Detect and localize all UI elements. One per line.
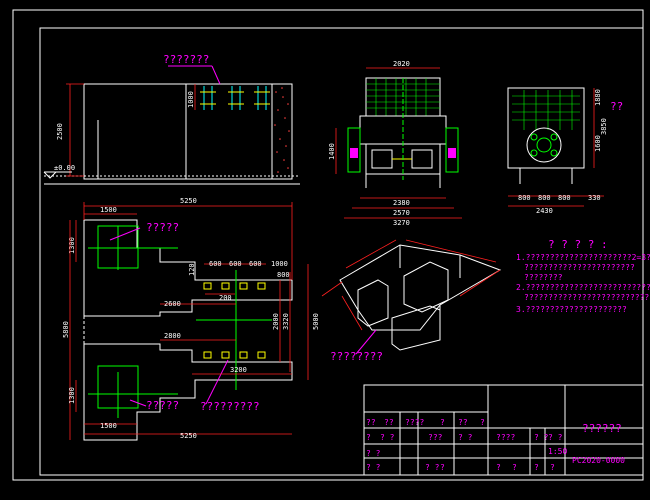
elev-mark: ±0.00 bbox=[54, 164, 75, 172]
tb-c2: ?? bbox=[384, 418, 394, 427]
dim-120: 120 bbox=[188, 263, 196, 276]
dim-3320: 3320 bbox=[282, 313, 290, 330]
dim-600b: 600 bbox=[229, 260, 242, 268]
dim-1300-bottom: 1300 bbox=[68, 387, 76, 404]
dim-1300-top: 1300 bbox=[68, 237, 76, 254]
dim-600a: 600 bbox=[209, 260, 222, 268]
tb-c10: ? ? bbox=[458, 433, 473, 442]
tb-c7: ? bbox=[366, 433, 371, 442]
tech-line2: 2.???????????????????????????? bbox=[516, 283, 650, 292]
tb-c15: ? ? bbox=[366, 463, 381, 472]
tech-line3: 3.????????????????????? bbox=[516, 305, 627, 314]
dim-front-left: 1400 bbox=[328, 143, 336, 160]
dim-5250-top: 5250 bbox=[180, 197, 197, 205]
dim-2800: 2800 bbox=[164, 332, 181, 340]
tech-notes: ? ? ? ? : 1.??????????????????????2=3???… bbox=[516, 238, 650, 314]
dim-1880: 1880 bbox=[594, 89, 602, 106]
tb-c13: ? ? bbox=[548, 433, 563, 442]
tb-c9: ? ? bbox=[380, 433, 395, 442]
front-view: 2020 2380 2570 3270 1400 bbox=[328, 60, 462, 227]
tb-c1: ?? bbox=[366, 418, 376, 427]
dim-2380: 2380 bbox=[393, 199, 410, 207]
bolt-row-top bbox=[203, 282, 266, 290]
plan-label-center: ????????? bbox=[200, 400, 260, 413]
dim-1000: 1000 bbox=[271, 260, 288, 268]
dim-800b: 800 bbox=[538, 194, 551, 202]
inner-border bbox=[39, 27, 644, 476]
tb-drawing-code: PC2020-0000 bbox=[572, 456, 625, 465]
dim-800c: 800 bbox=[558, 194, 571, 202]
iso-label: ???????? bbox=[330, 350, 383, 363]
dim-2000: 2000 bbox=[272, 313, 280, 330]
hatch-wall bbox=[274, 87, 290, 173]
tb-c5: ?? bbox=[458, 418, 468, 427]
tb-c21: ? bbox=[440, 463, 445, 472]
tb-c6: ? bbox=[480, 418, 485, 427]
dim-800a: 800 bbox=[518, 194, 531, 202]
tb-c14: ? ? bbox=[366, 449, 381, 458]
tb-c8: ??? bbox=[428, 433, 443, 442]
dim-200: 200 bbox=[219, 294, 232, 302]
elevation-section: ??????? 2500 1000 ±0.00 bbox=[43, 53, 300, 185]
side-view-label: ?? bbox=[610, 100, 623, 113]
tb-c18: ? bbox=[512, 463, 517, 472]
dim-5000: 5000 bbox=[312, 313, 320, 330]
dim-5250-bottom: 5250 bbox=[180, 432, 197, 440]
side-mesh bbox=[512, 90, 580, 130]
dim-2430: 2430 bbox=[536, 207, 553, 215]
elev-section-title: ??????? bbox=[163, 53, 209, 66]
tech-title: ? ? ? ? : bbox=[548, 238, 608, 251]
dim-600c: 600 bbox=[249, 260, 262, 268]
plan-view: ????? ????? ????????? 5250 1500 1300 580… bbox=[62, 197, 320, 441]
dim-2600: 2600 bbox=[164, 300, 181, 308]
dim-2500: 2500 bbox=[56, 123, 64, 140]
tech-line1: 1.??????????????????????2=3??? bbox=[516, 253, 650, 262]
tb-c19: ? bbox=[534, 463, 539, 472]
isometric-view: ???????? bbox=[321, 239, 502, 363]
screen-mesh bbox=[366, 78, 440, 116]
dim-1000: 1000 bbox=[187, 91, 195, 108]
dim-2570: 2570 bbox=[393, 209, 410, 217]
dim-3850: 3850 bbox=[600, 118, 608, 135]
tb-c3: ???? bbox=[405, 418, 424, 427]
dim-1600: 1600 bbox=[594, 135, 602, 152]
dim-1500-top: 1500 bbox=[100, 206, 117, 214]
tb-c17: ? bbox=[496, 463, 501, 472]
bolt-row-bottom bbox=[203, 351, 266, 359]
tb-c12: ? ? bbox=[534, 433, 549, 442]
tb-c20: ? bbox=[550, 463, 555, 472]
dim-2020: 2020 bbox=[393, 60, 410, 68]
dim-800: 800 bbox=[277, 271, 290, 279]
dim-3270: 3270 bbox=[393, 219, 410, 227]
dim-1500-bottom: 1500 bbox=[100, 422, 117, 430]
tb-c4: ? bbox=[440, 418, 445, 427]
tb-scale: 1:50 bbox=[548, 447, 567, 456]
plan-label-top: ????? bbox=[146, 221, 179, 234]
tech-line1c: ???????? bbox=[524, 273, 563, 282]
tb-c16: ? ? bbox=[425, 463, 440, 472]
dim-5800: 5800 bbox=[62, 321, 70, 338]
title-block: ?????? PC2020-0000 1:50 ?? ?? ???? ? ?? … bbox=[363, 384, 644, 476]
tech-line2b: ?????????????????????????? bbox=[524, 293, 649, 302]
tb-c11: ???? bbox=[496, 433, 515, 442]
dim-330: 330 bbox=[588, 194, 601, 202]
tech-line1b: ??????????????????????? bbox=[524, 263, 635, 272]
plan-label-bottom: ????? bbox=[146, 399, 179, 412]
dim-3200: 3200 bbox=[230, 366, 247, 374]
tb-drawing-name: ?????? bbox=[582, 422, 622, 435]
side-view: 1880 3850 1600 ?? 800 800 800 330 2430 bbox=[507, 87, 623, 215]
